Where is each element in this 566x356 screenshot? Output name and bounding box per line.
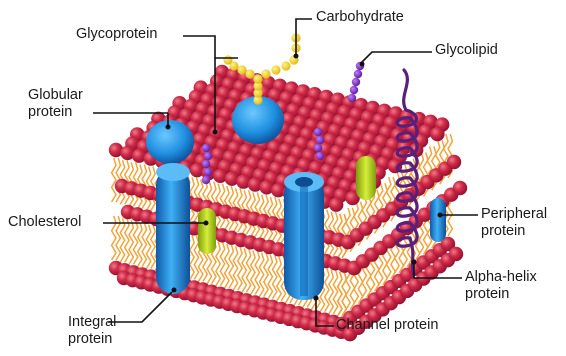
- lipid-tail: [251, 251, 255, 295]
- label-peripheral-protein-line1: Peripheral: [481, 206, 547, 223]
- label-globular-protein: Globular protein: [28, 87, 83, 121]
- label-alpha-helix-protein-line1: Alpha-helix: [465, 269, 537, 286]
- label-cholesterol: Cholesterol: [8, 214, 81, 231]
- glycolipid-bead: [316, 152, 324, 160]
- label-integral-protein-line1: Integral: [68, 314, 116, 331]
- glycolipid-bead: [202, 176, 210, 184]
- lipid-tail: [242, 248, 246, 292]
- label-glycoprotein: Glycoprotein: [76, 26, 157, 43]
- label-globular-protein-line2: protein: [28, 104, 83, 121]
- lipid-tail: [216, 242, 220, 286]
- glycolipid-bead: [202, 144, 210, 152]
- channel-protein: [284, 172, 324, 300]
- glycolipid-bead: [204, 152, 212, 160]
- label-channel-protein: Channel protein: [336, 317, 438, 334]
- label-integral-protein: Integral protein: [68, 314, 116, 348]
- lipid-tail: [329, 270, 333, 314]
- lipid-tail: [259, 253, 263, 297]
- label-carbohydrate: Carbohydrate: [316, 9, 404, 26]
- label-peripheral-protein: Peripheral protein: [481, 206, 547, 240]
- glycolipid-bead: [202, 160, 210, 168]
- carbohydrate-bead: [245, 69, 254, 78]
- phospholipid-head: [447, 155, 461, 169]
- label-alpha-helix-protein-line2: protein: [465, 286, 537, 303]
- label-glycolipid: Glycolipid: [435, 42, 498, 59]
- phospholipid-head: [329, 197, 343, 211]
- glycolipid-bead: [352, 78, 360, 86]
- label-globular-protein-line1: Globular: [28, 87, 83, 104]
- lipid-tail: [268, 255, 272, 299]
- label-peripheral-protein-line2: protein: [481, 223, 547, 240]
- lipid-tail: [120, 218, 124, 262]
- carbohydrate-bead: [261, 69, 270, 78]
- lipid-tail: [146, 225, 150, 269]
- lipid-tail: [277, 257, 281, 301]
- glycolipid-bead: [354, 70, 362, 78]
- cholesterol-molecule: [356, 156, 376, 200]
- carbohydrate-bead: [237, 65, 246, 74]
- glycolipid-bead: [314, 144, 322, 152]
- phospholipid-head: [430, 127, 444, 141]
- glycolipid-bead: [314, 128, 322, 136]
- carbohydrate-bead: [281, 61, 290, 70]
- lipid-tail: [338, 272, 342, 316]
- phospholipid-head: [449, 247, 463, 261]
- lipid-tail: [138, 223, 142, 267]
- lipid-tail: [233, 246, 237, 290]
- glycolipid-bead: [348, 94, 356, 102]
- carbohydrate-bead: [253, 74, 262, 83]
- integral-protein: [156, 163, 190, 294]
- carbohydrate-bead: [271, 65, 280, 74]
- label-integral-protein-line2: protein: [68, 331, 116, 348]
- carbohydrate-bead: [223, 55, 232, 64]
- lipid-tail: [112, 158, 116, 202]
- lipid-tail: [129, 220, 133, 264]
- lipid-tail: [190, 235, 194, 279]
- label-alpha-helix-protein: Alpha-helix protein: [465, 269, 537, 303]
- glycolipid-bead: [350, 86, 358, 94]
- cholesterol-molecule: [198, 208, 216, 254]
- glycolipid-bead: [204, 168, 212, 176]
- lipid-tail: [225, 244, 229, 288]
- peripheral-protein: [430, 198, 446, 242]
- glycolipid-bead: [316, 136, 324, 144]
- phospholipid-head: [453, 181, 467, 195]
